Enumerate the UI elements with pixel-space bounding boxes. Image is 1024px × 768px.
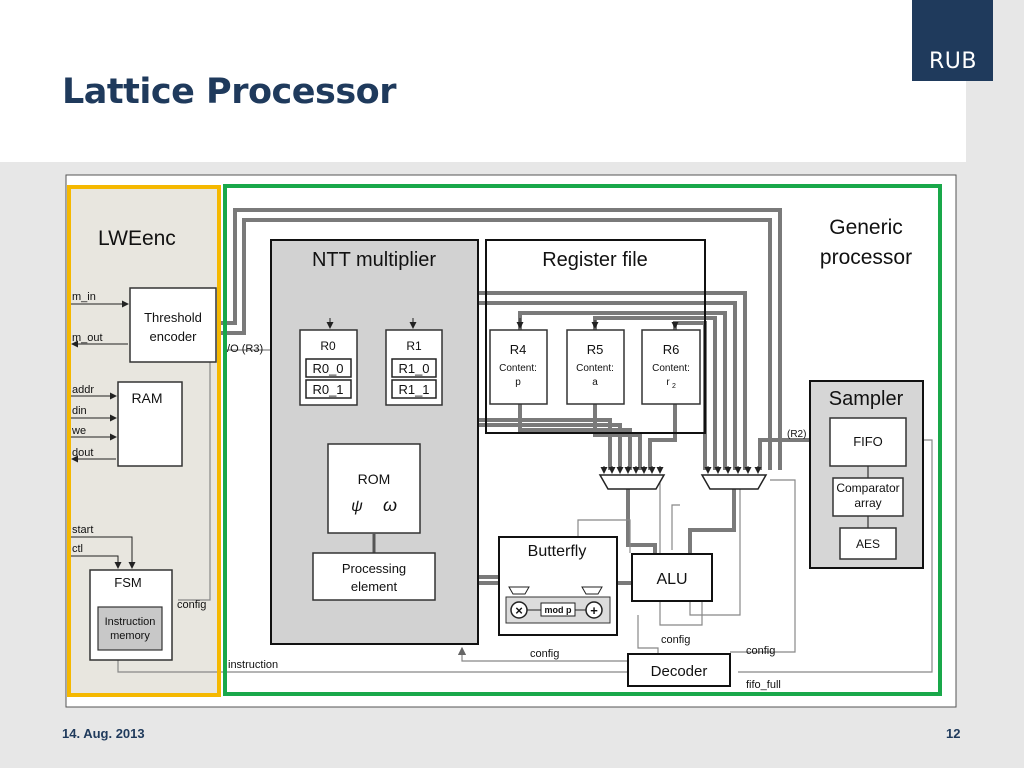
sampler-section: Sampler FIFO Comparator array AES: [809, 380, 924, 569]
footer-page-number: 12: [946, 726, 961, 741]
register-file-section: Register file R4 Content: p R5 Content: …: [485, 239, 706, 434]
instruction-memory-label-2: memory: [110, 630, 150, 642]
lwe-config-label: config: [177, 599, 206, 611]
r0-0-label: R0_0: [312, 361, 343, 376]
r1-0-box: [391, 358, 437, 378]
instruction-memory-label-1: Instruction: [105, 616, 156, 628]
signal-ctl: ctl: [72, 543, 83, 555]
processing-element-label-1: Processing: [342, 561, 406, 576]
comparator-box: [832, 477, 904, 517]
signal-addr: addr: [72, 384, 94, 396]
r4-value: p: [515, 377, 521, 388]
slide-header: [0, 0, 966, 162]
config-label-ntt: config: [530, 648, 559, 660]
sampler-title: Sampler: [829, 388, 904, 410]
generic-processor-border: [223, 184, 942, 696]
r1-0-label: R1_0: [398, 361, 429, 376]
generic-title-1: Generic: [829, 216, 903, 239]
lwe-title: LWEenc: [98, 227, 176, 250]
ram-label: RAM: [131, 390, 162, 406]
multiplier-symbol: ×: [515, 603, 523, 618]
r5-label: R5: [587, 342, 604, 357]
modp-label: mod p: [545, 605, 572, 615]
rom-box: [327, 443, 421, 534]
processing-element-box: [312, 552, 436, 601]
butterfly-section: Butterfly × mod p +: [498, 536, 618, 636]
signal-we: we: [71, 425, 86, 437]
r1-1-label: R1_1: [398, 382, 429, 397]
rom-label: ROM: [358, 471, 391, 487]
r5-content: Content:: [576, 363, 614, 374]
processing-element-label-2: element: [351, 579, 398, 594]
alu-box: [631, 553, 713, 602]
ram-box: [117, 381, 183, 467]
threshold-encoder-box: [129, 287, 217, 363]
fsm-label: FSM: [114, 575, 141, 590]
alu-label: ALU: [656, 571, 687, 588]
r4-box: [489, 329, 548, 405]
generic-title-2: processor: [820, 246, 912, 269]
rub-logo: RUB: [912, 0, 993, 81]
aes-label: AES: [856, 537, 880, 551]
adder-symbol: +: [590, 603, 598, 618]
butterfly-title: Butterfly: [528, 543, 587, 560]
config-label-right: config: [746, 645, 775, 657]
r0-1-box: [305, 379, 352, 399]
io-r3-label: I/O (R3): [224, 343, 263, 355]
slide-title: Lattice Processor: [62, 72, 396, 112]
config-label-alu: config: [661, 634, 690, 646]
fifo-full-label: fifo_full: [746, 679, 781, 691]
comparator-label-1: Comparator: [836, 481, 899, 495]
r4-label: R4: [510, 342, 527, 357]
register-file-title: Register file: [542, 249, 648, 271]
instruction-label: instruction: [228, 659, 278, 671]
r5-value: a: [592, 377, 598, 388]
ntt-title: NTT multiplier: [312, 249, 436, 271]
threshold-encoder-label-2: encoder: [150, 329, 198, 344]
r6-value-subscript: 2: [672, 383, 676, 390]
signal-m-in: m_in: [72, 291, 96, 303]
lwe-region-border: [67, 185, 221, 697]
adder-icon: [585, 601, 603, 619]
r5-box: [566, 329, 625, 405]
rom-psi: ψ: [351, 498, 363, 515]
threshold-encoder-label-1: Threshold: [144, 310, 202, 325]
r6-value: r: [666, 377, 670, 388]
fifo-label: FIFO: [853, 434, 883, 449]
instruction-memory-box: [97, 606, 163, 651]
r0-label: R0: [320, 339, 336, 353]
r1-1-box: [391, 379, 437, 399]
r2-label: (R2): [787, 429, 806, 440]
fifo-box: [829, 417, 907, 467]
r1-label: R1: [406, 339, 422, 353]
decoder-label: Decoder: [651, 663, 708, 680]
footer-date: 14. Aug. 2013: [62, 726, 145, 741]
ntt-multiplier-section: NTT multiplier R0 R0_0 R0_1 R1 R1_0 R1_1…: [270, 239, 479, 645]
r6-box: [641, 329, 701, 405]
mux-left: [598, 474, 666, 490]
signal-din: din: [72, 405, 87, 417]
mux-right: [700, 474, 768, 490]
comparator-label-2: array: [854, 496, 881, 510]
rom-omega: ω: [383, 495, 397, 515]
lwe-encoder-section: LWEenc Threshold encoder RAM FSM Instruc…: [70, 227, 217, 661]
r0-0-box: [305, 358, 352, 378]
signal-m-out: m_out: [72, 332, 103, 344]
r0-1-label: R0_1: [312, 382, 343, 397]
signal-dout: dout: [72, 447, 93, 459]
r6-label: R6: [663, 342, 680, 357]
aes-box: [839, 527, 897, 560]
r4-content: Content:: [499, 363, 537, 374]
register-file-box: [485, 239, 706, 434]
r6-content: Content:: [652, 363, 690, 374]
signal-start: start: [72, 524, 93, 536]
decoder-box: [627, 653, 731, 687]
